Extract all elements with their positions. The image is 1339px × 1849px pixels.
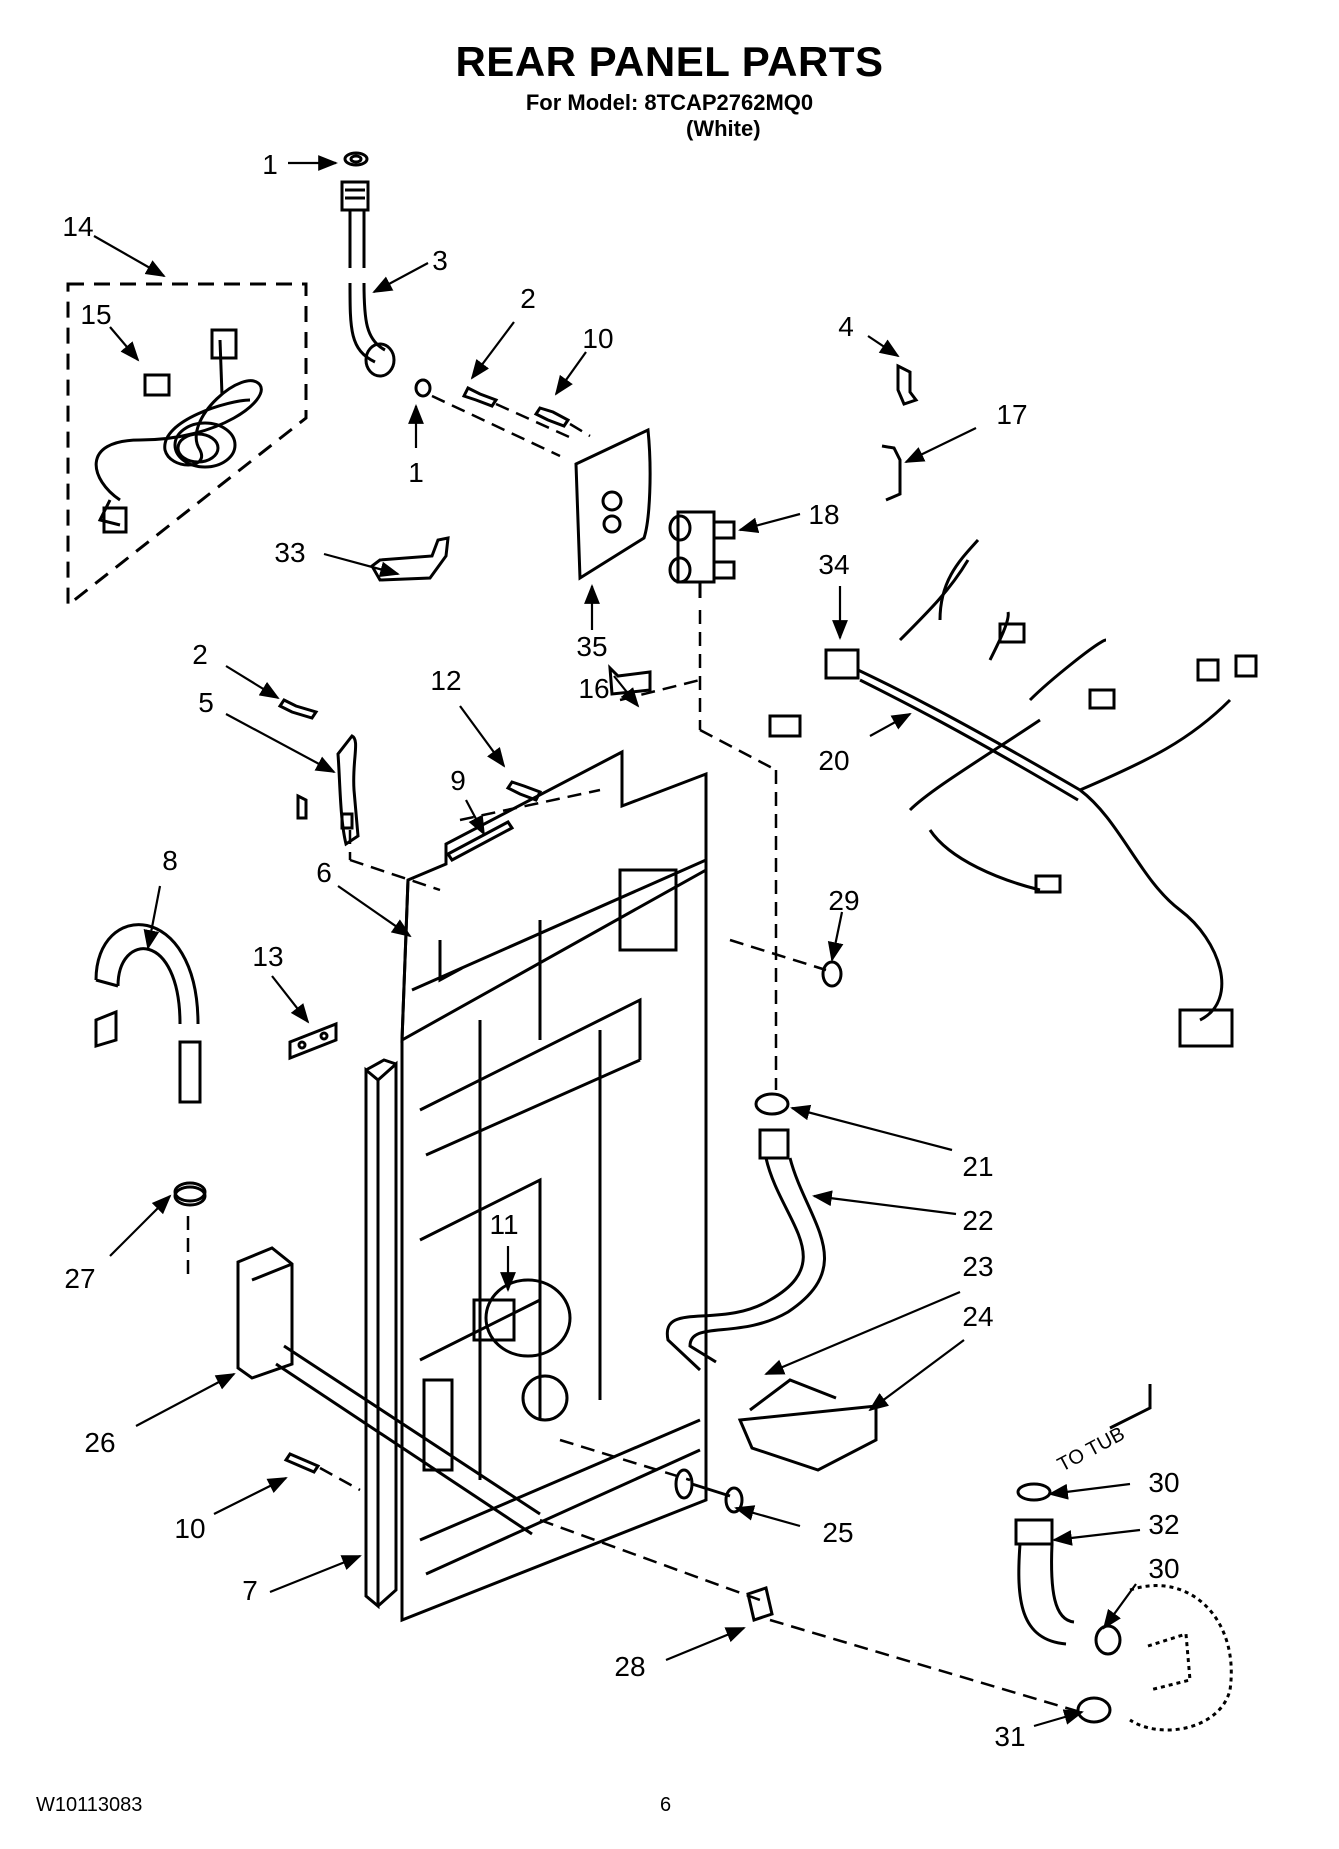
bracket-plate [574,427,652,581]
callout-27: 27 [64,1263,95,1294]
callout-5: 5 [198,687,214,718]
model-line: For Model: 8TCAP2762MQ0 [525,90,814,115]
callout-14: 14 [62,211,93,242]
rear-panel [400,749,708,1623]
callout-10-bottom: 10 [174,1513,205,1544]
pump-motor [472,1278,572,1422]
connection-lines [186,394,1081,1714]
plug-25 [674,1468,744,1514]
callout-7: 7 [242,1575,258,1606]
callout-labels: 1 14 3 15 2 10 4 1 17 18 33 34 35 2 5 12… [62,149,1179,1752]
callout-24: 24 [962,1301,993,1332]
snap-ring [821,960,843,988]
callout-13: 13 [252,941,283,972]
power-cord-kit-box [66,282,308,609]
callout-30-bottom: 30 [1148,1553,1179,1584]
callout-28: 28 [614,1651,645,1682]
hose-clamp-27 [173,1181,207,1207]
callout-3: 3 [432,245,448,276]
drain-hose [275,1344,541,1536]
callout-18: 18 [808,499,839,530]
callout-2-mid: 2 [192,639,208,670]
inlet-hose [340,151,432,398]
callout-1-top: 1 [262,149,278,180]
to-tub-label: TO TUB [1054,1423,1128,1477]
callout-15: 15 [80,299,111,330]
callout-33: 33 [274,537,305,568]
page-title: REAR PANEL PARTS [455,38,884,85]
retainer-clip [288,1021,338,1061]
leader-lines [93,155,1141,1728]
callout-34: 34 [818,549,849,580]
callout-6: 6 [316,857,332,888]
pump-hose [665,1092,826,1372]
hose-clamp-28 [746,1586,774,1622]
callout-17: 17 [996,399,1027,430]
callout-25: 25 [822,1517,853,1548]
screw-lower [283,1452,321,1474]
wire-harness [768,538,1258,1048]
callout-29: 29 [828,885,859,916]
callout-20: 20 [818,745,849,776]
callout-16: 16 [578,673,609,704]
callout-22: 22 [962,1205,993,1236]
power-cord [94,328,263,534]
rear-clip [445,780,543,862]
document-number: W10113083 [36,1794,143,1816]
callout-8: 8 [162,845,178,876]
hinge-bracket [277,698,360,847]
callout-10-top: 10 [582,323,613,354]
drain-hose-form [94,923,202,1104]
screw-top [461,385,571,428]
callout-26: 26 [84,1427,115,1458]
callout-12: 12 [430,665,461,696]
callout-1-mid: 1 [408,457,424,488]
water-valve [668,510,736,598]
callout-31: 31 [994,1721,1025,1752]
callout-32: 32 [1148,1509,1179,1540]
pump-assembly [737,1378,878,1472]
drain-hose-guide [236,1246,294,1380]
small-brackets [296,363,919,820]
callout-4: 4 [838,311,854,342]
callout-2-top: 2 [520,283,536,314]
color-line: (White) [686,116,761,141]
side-rail [364,1058,398,1610]
callout-9: 9 [450,765,466,796]
callout-21: 21 [962,1151,993,1182]
page-number: 6 [660,1794,672,1816]
callout-23: 23 [962,1251,993,1282]
callout-30-top: 30 [1148,1467,1179,1498]
callout-11: 11 [489,1209,518,1240]
callout-35: 35 [576,631,607,662]
